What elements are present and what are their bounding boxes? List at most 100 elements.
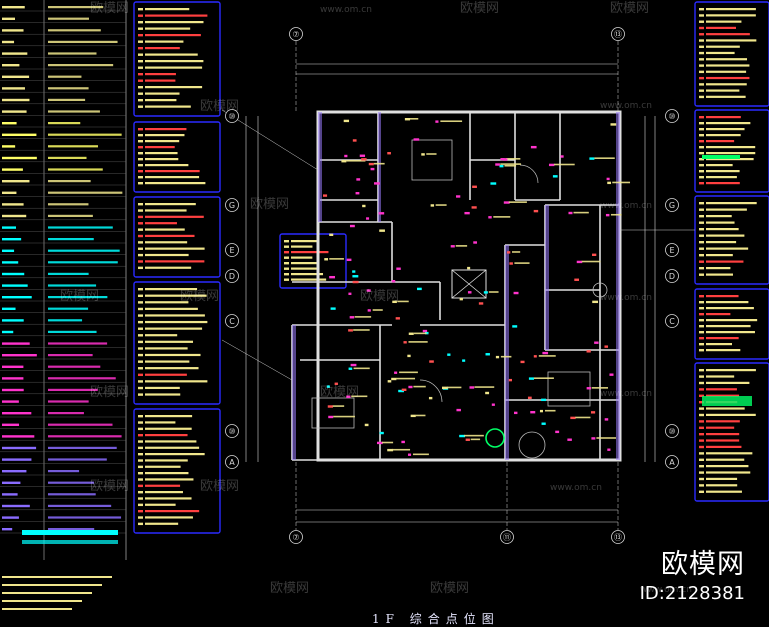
note-line [706, 319, 758, 322]
device-label [329, 258, 344, 260]
device-marker [552, 175, 558, 178]
note-marker [284, 245, 289, 248]
legend-description [48, 29, 101, 32]
device-marker [495, 355, 500, 359]
note-line [706, 413, 756, 416]
device-marker [350, 363, 357, 367]
device-marker [425, 331, 429, 335]
note-marker [138, 128, 143, 131]
note-marker [699, 134, 704, 137]
note-line [145, 497, 192, 500]
device-marker [395, 317, 400, 320]
legend-description [48, 238, 94, 241]
device-marker [328, 415, 334, 419]
note-marker [699, 349, 704, 352]
legend-symbol [2, 40, 15, 44]
device-marker [456, 195, 461, 198]
watermark-brand: 欧模网 [90, 385, 129, 400]
note-marker [138, 79, 143, 82]
legend-symbol [2, 203, 24, 206]
wall-fill [318, 112, 322, 222]
note-marker [699, 247, 704, 250]
note-marker [138, 353, 143, 357]
note-frame [133, 196, 221, 278]
device-marker [401, 440, 405, 444]
note-line [706, 394, 740, 397]
note-marker [138, 347, 143, 350]
device-marker [329, 275, 336, 279]
legend-description [48, 400, 89, 403]
note-marker [699, 176, 704, 179]
legend-symbol [2, 354, 37, 357]
note-line [145, 522, 179, 525]
note-marker [138, 228, 143, 231]
note-marker [138, 8, 143, 11]
note-line [706, 221, 735, 224]
note-marker [138, 209, 143, 212]
device-marker [606, 177, 610, 181]
note-marker [699, 426, 704, 429]
grid-label-bottom: ⑦ [292, 533, 299, 542]
note-marker [699, 490, 704, 493]
device-marker [530, 411, 536, 414]
note-marker [699, 331, 704, 334]
grid-label-left: G [229, 201, 235, 210]
note-line [706, 134, 741, 137]
note-line [145, 92, 180, 95]
grid-label-right: C [669, 317, 675, 326]
note-marker [699, 128, 704, 131]
note-frame [279, 233, 347, 289]
note-marker [699, 433, 704, 436]
note-block [279, 233, 347, 289]
note-marker [138, 373, 143, 377]
note-marker [138, 453, 143, 456]
note-marker [699, 14, 704, 17]
device-marker [488, 216, 492, 219]
note-marker [699, 221, 704, 224]
note-line [706, 228, 739, 231]
device-label [353, 367, 370, 370]
legend-symbol [2, 249, 15, 252]
grid-label-top-circle [611, 27, 625, 41]
note-marker [138, 176, 143, 179]
note-block [133, 121, 221, 193]
note-marker [284, 267, 289, 270]
note-marker [284, 273, 289, 276]
watermark-brand: 欧模网 [200, 479, 239, 494]
note-marker [699, 254, 704, 257]
legend-symbol [2, 342, 30, 345]
legend-description [48, 354, 93, 357]
note-line [706, 337, 739, 340]
device-marker [401, 388, 407, 391]
note-marker [138, 421, 143, 424]
grid-label-left: A [229, 458, 235, 467]
device-marker [499, 164, 504, 168]
watermark-site: www.om.cn [600, 389, 652, 399]
legend-symbol [2, 330, 14, 334]
legend-description [48, 377, 116, 380]
note-marker [699, 413, 704, 417]
device-marker [327, 405, 334, 408]
note-marker [699, 369, 704, 372]
note-line [706, 158, 754, 161]
note-line [145, 484, 181, 487]
legend-symbol [2, 458, 32, 461]
grid-label-left: C [229, 317, 235, 326]
note-line [706, 176, 737, 179]
legend-description [48, 226, 113, 229]
note-marker [138, 158, 143, 161]
device-marker [483, 291, 488, 294]
note-line [706, 477, 738, 480]
note-line [145, 415, 193, 418]
legend-symbol [2, 365, 24, 368]
device-label [493, 216, 511, 218]
grid-label-right: G [669, 201, 675, 210]
note-line [145, 215, 204, 218]
device-marker [352, 139, 357, 142]
note-line [706, 369, 756, 372]
note-marker [138, 380, 143, 383]
note-marker [699, 343, 704, 346]
door-swing [485, 428, 505, 448]
device-marker [568, 211, 573, 215]
